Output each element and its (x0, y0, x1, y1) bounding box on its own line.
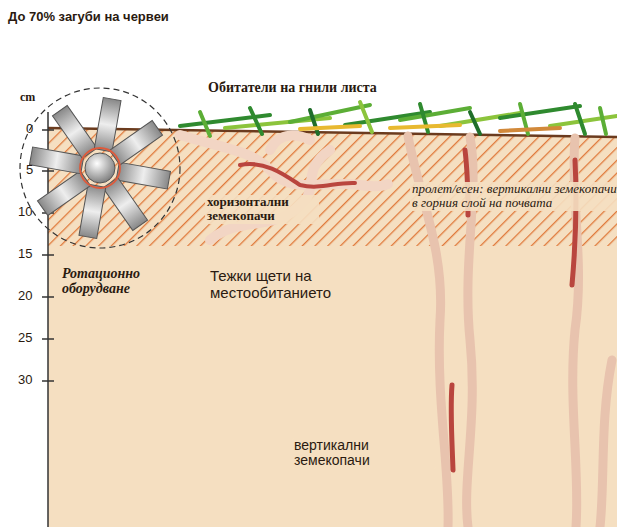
tick-label: 15 (18, 247, 32, 261)
leaf-litter-label: Обитатели на гнили листа (208, 80, 377, 95)
tick-label: 30 (18, 373, 32, 387)
tick-label: 20 (18, 289, 32, 303)
group-label: вертикални земекопачи (292, 438, 436, 469)
tick-label: 5 (26, 163, 33, 177)
title: До 70% загуби на червеи (8, 10, 169, 24)
rotary-equipment (20, 88, 180, 248)
rotor-blade (79, 184, 106, 238)
damage-note: Тежки щети на местообитанието (210, 268, 390, 301)
equipment-label: Ротационно оборудване (62, 266, 172, 297)
rotor-blade (116, 162, 170, 189)
rotor-blade (94, 98, 121, 152)
group-label: хоризонтални земекопачи (205, 195, 319, 224)
leaf-litter (180, 102, 617, 136)
depth-axis (47, 112, 49, 527)
tick-label: 0 (26, 122, 33, 136)
rotor-blade (30, 147, 84, 174)
tick-label: 25 (18, 331, 32, 345)
horizontal-burrows (180, 135, 388, 240)
group-label: пролет/есен: вертикални земекопачи в гор… (410, 182, 617, 211)
axis-unit: cm (20, 91, 35, 104)
tick-label: 10 (18, 205, 32, 219)
